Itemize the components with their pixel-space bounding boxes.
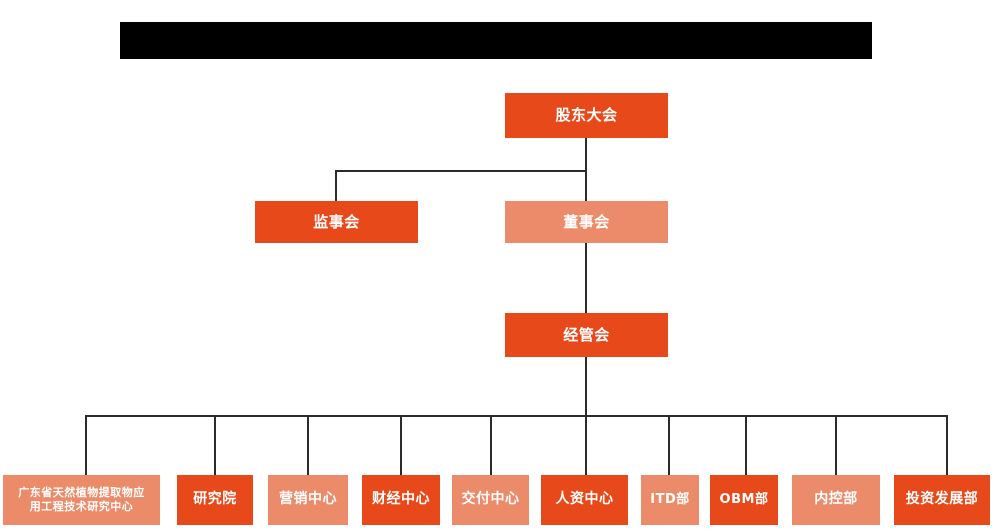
connector-to-delivery <box>490 415 492 475</box>
connector-to-research-center <box>85 415 87 475</box>
node-investment[interactable]: 投资发展部 <box>894 475 990 525</box>
connector-to-itd <box>668 415 670 475</box>
connector-to-directors <box>585 170 587 201</box>
node-shareholders[interactable]: 股东大会 <box>505 93 668 138</box>
connector-to-internal-control <box>835 415 837 475</box>
connector-directors-to-management <box>585 243 587 313</box>
node-supervisors[interactable]: 监事会 <box>255 201 418 243</box>
node-internal-control[interactable]: 内控部 <box>792 475 880 525</box>
node-obm[interactable]: OBM部 <box>710 475 778 525</box>
connector-to-hr <box>585 415 587 475</box>
connector-shareholders-stem <box>585 138 587 172</box>
connector-shareholders-bus <box>336 170 587 172</box>
connector-to-finance <box>400 415 402 475</box>
connector-to-investment <box>946 415 948 475</box>
node-marketing[interactable]: 营销中心 <box>268 475 348 525</box>
connector-department-bus <box>85 415 947 417</box>
node-research-center-line1: 广东省天然植物提取物应 <box>18 486 145 500</box>
node-finance[interactable]: 财经中心 <box>362 475 440 525</box>
redacted-title-bar <box>120 22 872 59</box>
connector-to-institute <box>214 415 216 475</box>
node-management[interactable]: 经管会 <box>505 313 668 357</box>
node-itd[interactable]: ITD部 <box>641 475 699 525</box>
node-hr[interactable]: 人资中心 <box>541 475 628 525</box>
node-institute[interactable]: 研究院 <box>177 475 253 525</box>
connector-management-stem <box>585 357 587 417</box>
connector-to-marketing <box>307 415 309 475</box>
node-directors[interactable]: 董事会 <box>505 201 668 243</box>
node-delivery[interactable]: 交付中心 <box>452 475 529 525</box>
node-research-center-line2: 用工程技术研究中心 <box>29 500 134 513</box>
node-research-center[interactable]: 广东省天然植物提取物应 用工程技术研究中心 <box>3 475 160 525</box>
connector-to-obm <box>745 415 747 475</box>
connector-to-supervisors <box>335 170 337 201</box>
